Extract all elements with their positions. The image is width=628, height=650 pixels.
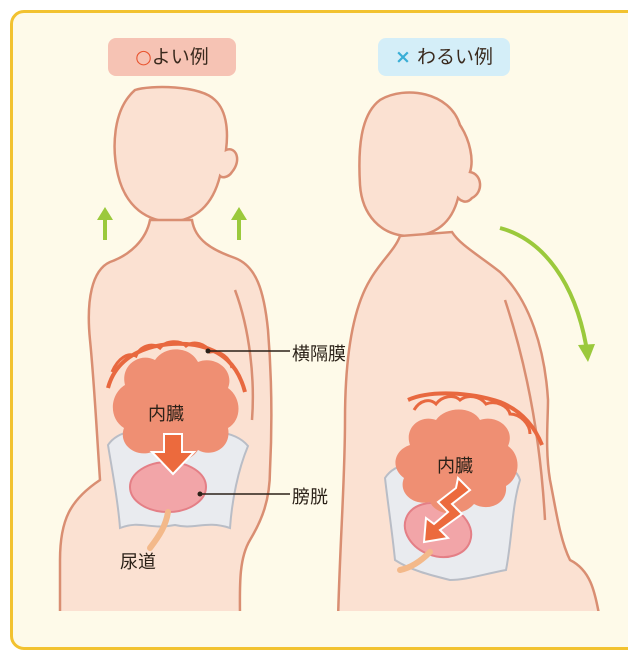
cross-mark-icon: × (395, 46, 411, 68)
posture-illustration (0, 0, 628, 627)
good-example-label: よい例 (152, 46, 209, 68)
up-arrow-right (231, 207, 247, 240)
bladder-label: 膀胱 (292, 483, 328, 509)
circle-mark-icon: ○ (135, 46, 152, 68)
bad-example-badge: × わるい例 (378, 38, 510, 76)
bad-head (359, 92, 480, 236)
diaphragm-label: 横隔膜 (292, 340, 346, 366)
bad-posture-figure (338, 92, 600, 620)
good-posture-figure (60, 87, 290, 620)
viscera-label-good: 内臓 (148, 400, 184, 426)
good-head (115, 87, 238, 222)
bad-example-label: わるい例 (417, 46, 493, 68)
good-example-badge: ○よい例 (108, 38, 236, 76)
viscera-label-bad: 内臓 (437, 452, 473, 478)
up-arrow-left (97, 207, 113, 240)
urethra-label: 尿道 (120, 548, 156, 574)
